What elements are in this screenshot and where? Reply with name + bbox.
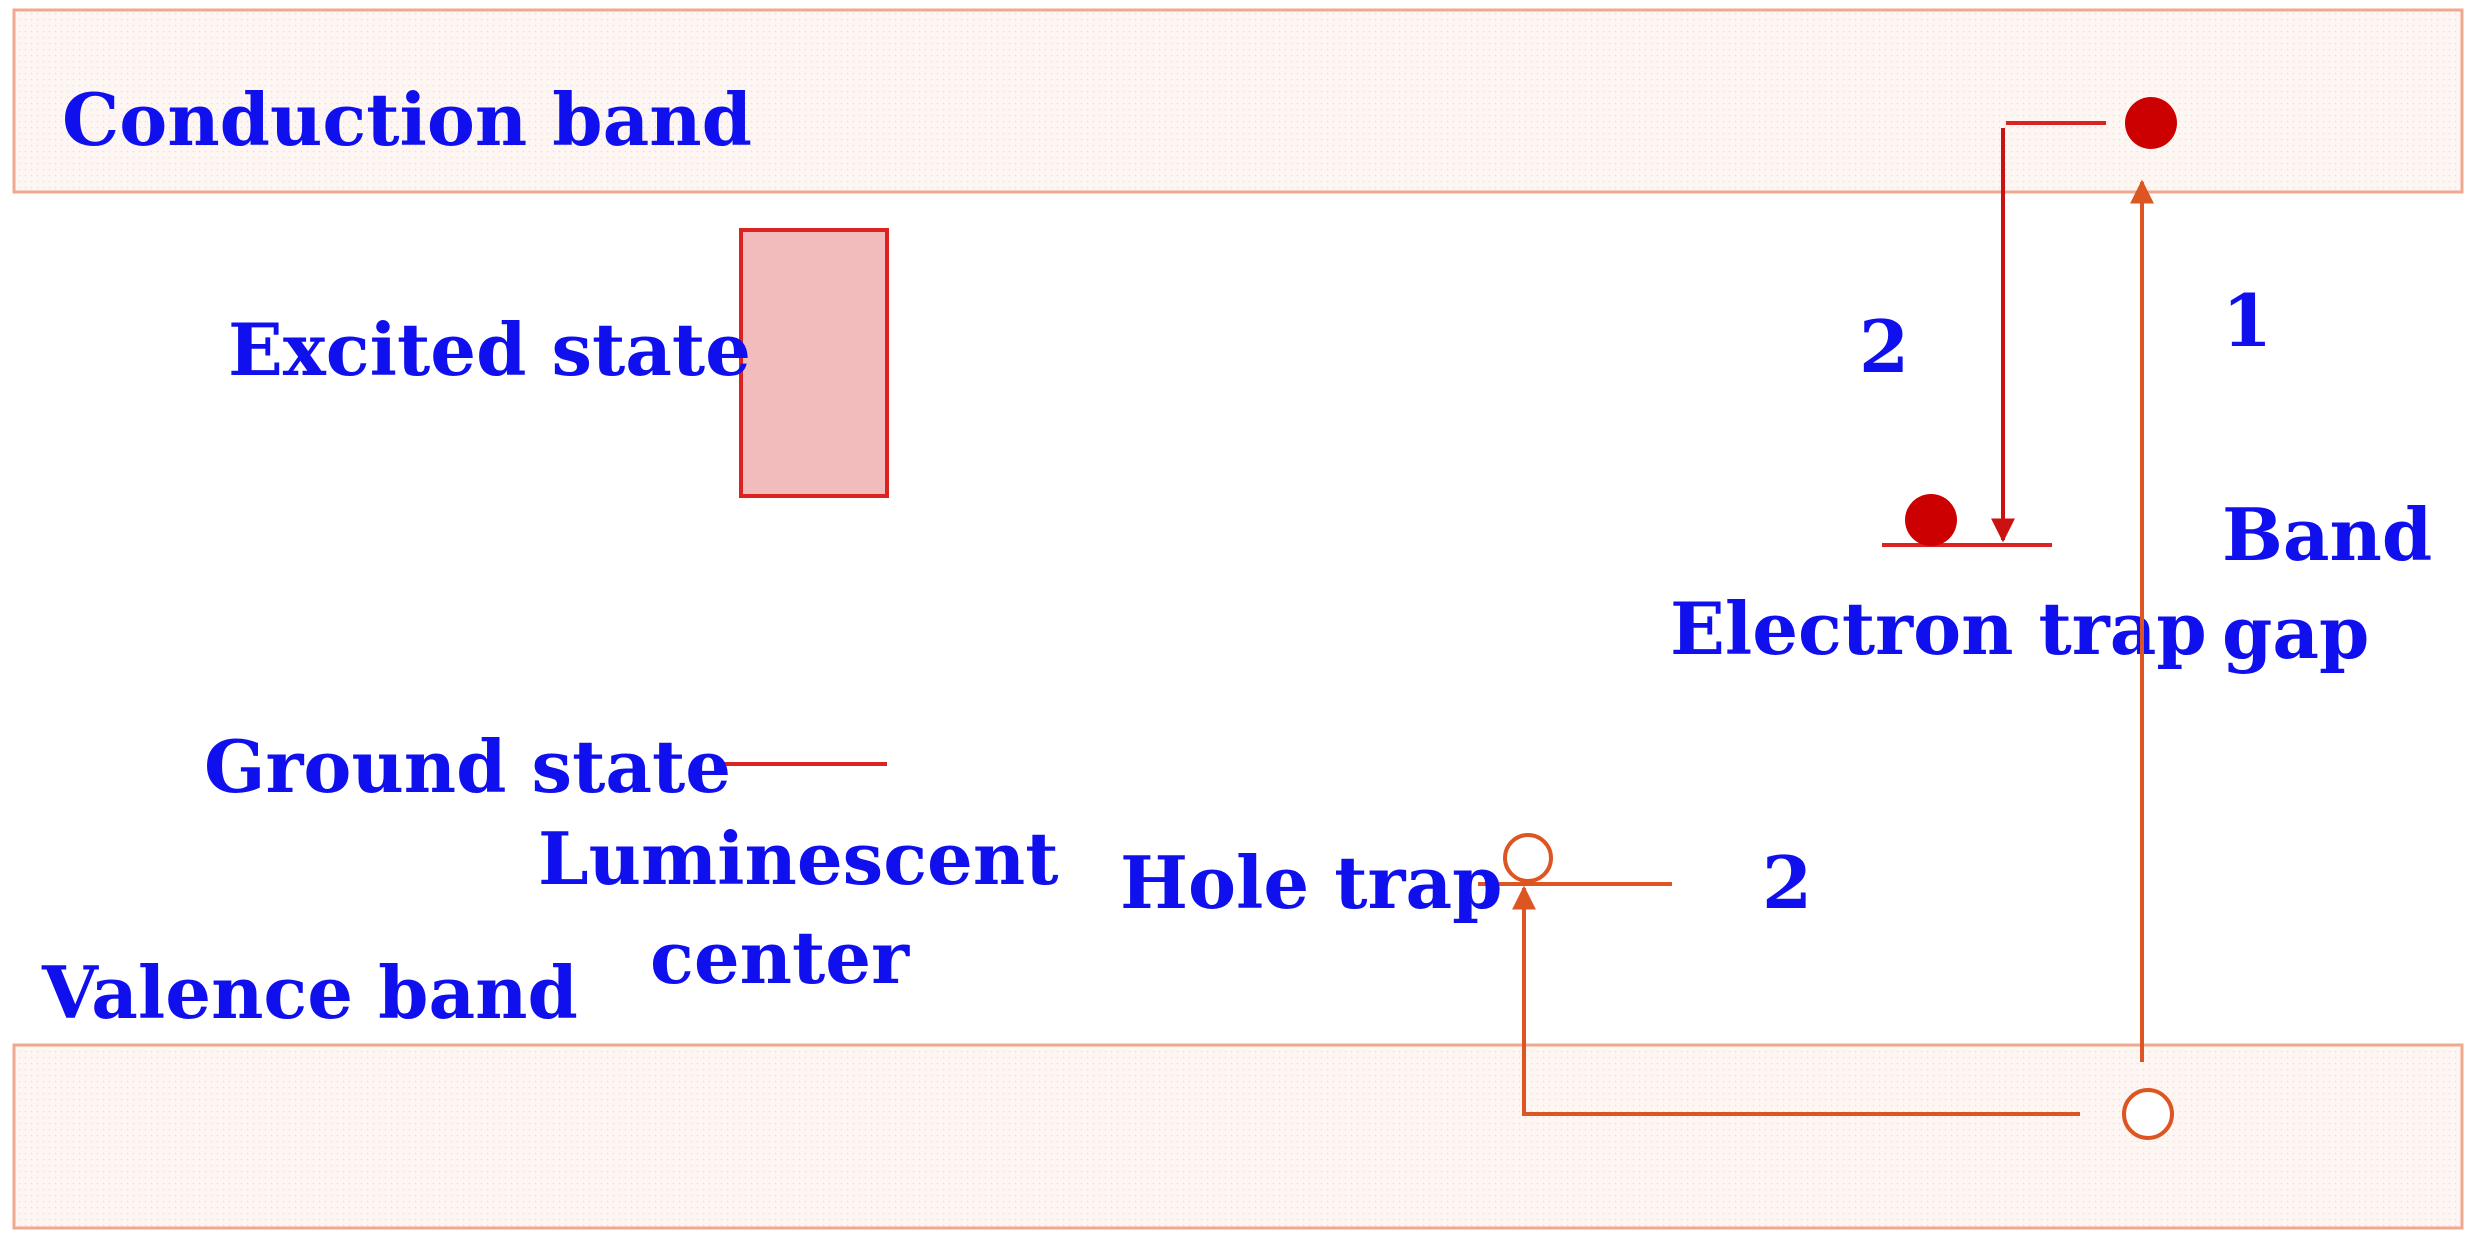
valence-hole [2122, 1088, 2174, 1140]
step-1-label: 1 [2222, 278, 2272, 363]
hole-trap-label: Hole trap [1120, 840, 1502, 925]
electron-trap-label: Electron trap [1670, 586, 2207, 671]
band-gap-label: Band [2222, 492, 2432, 577]
valence-band [12, 1043, 2464, 1230]
luminescent-center-label: Luminescent [538, 816, 1058, 901]
trapped-electron [1905, 494, 1957, 546]
ground-state-label: Ground state [204, 724, 731, 809]
hole-capture-arrow [1512, 885, 2080, 1116]
conduction-band [12, 8, 2464, 194]
luminescent-center-label-line2: center [650, 915, 910, 1000]
excited-state-level [739, 228, 889, 498]
step-2-hole-label: 2 [1762, 840, 1812, 925]
valence-band-label: Valence band [41, 950, 578, 1035]
band-gap-label-line2: gap [2222, 590, 2369, 675]
conduction-band-label: Conduction band [62, 77, 752, 162]
excited-state-label: Excited state [228, 307, 751, 392]
step-2-electron-label: 2 [1859, 304, 1909, 389]
conduction-electron [2125, 97, 2177, 149]
trapped-hole [1503, 833, 1553, 883]
